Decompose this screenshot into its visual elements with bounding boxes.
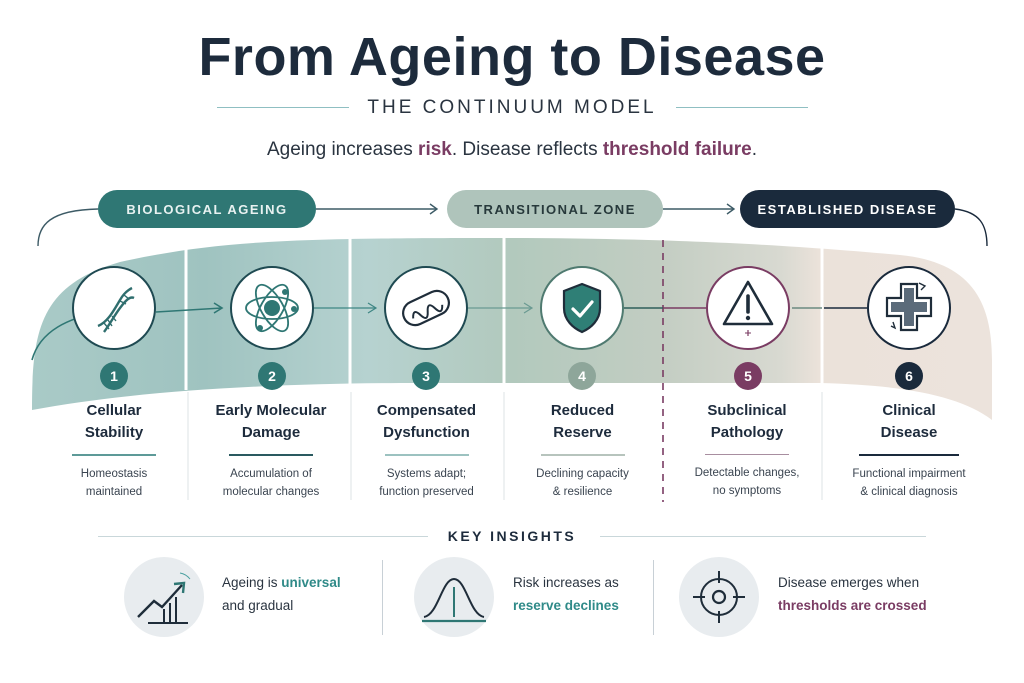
warning-icon xyxy=(722,280,774,336)
stage-desc: & resilience xyxy=(552,486,613,498)
stage-1-text: Cellular Stability Homeostasis maintaine… xyxy=(44,400,184,501)
insight-1-icon-circle xyxy=(124,557,204,637)
stage-6-text: Clinical Disease Functional impairment &… xyxy=(834,400,984,501)
stage-3-icon-circle xyxy=(384,266,468,350)
stage-2-text: Early Molecular Damage Accumulation of m… xyxy=(196,400,346,501)
stage-desc: Detectable changes, xyxy=(694,467,800,479)
tagline-text: . Disease reflects xyxy=(451,139,603,160)
dna-icon xyxy=(97,286,135,333)
stage-divider xyxy=(540,454,625,456)
tagline-text: . xyxy=(751,139,757,160)
stage-desc: no symptoms xyxy=(712,485,782,497)
insight-text: Disease emerges when xyxy=(778,575,920,590)
trend-up-chart-icon xyxy=(137,572,191,624)
stage-4-text: Reduced Reserve Declining capacity & res… xyxy=(510,400,655,501)
stage-name: Clinical xyxy=(882,402,936,419)
stage-6-icon-circle xyxy=(867,266,951,350)
insight-highlight: reserve declines xyxy=(513,598,619,613)
mitochondria-icon xyxy=(402,289,450,327)
stage-desc: function preserved xyxy=(379,486,474,498)
stage-2-icon-circle xyxy=(230,266,314,350)
stage-desc: Homeostasis xyxy=(80,468,148,480)
insight-text: Risk increases as xyxy=(513,575,619,590)
stage-divider xyxy=(705,454,789,455)
key-insights-title: KEY INSIGHTS xyxy=(447,528,577,544)
subtitle-rule-right xyxy=(676,107,808,108)
stage-4-number: 4 xyxy=(568,362,596,390)
insight-2-icon-circle xyxy=(414,557,494,637)
stage-5-text: Subclinical Pathology Detectable changes… xyxy=(672,400,822,500)
shield-check-icon xyxy=(562,282,602,334)
stage-divider xyxy=(859,454,959,456)
stage-name: Reserve xyxy=(553,424,612,441)
medical-cross-icon xyxy=(885,282,933,332)
stage-name: Compensated xyxy=(376,402,477,419)
insight-1-text: Ageing is universal and gradual xyxy=(222,571,341,617)
stage-5-icon-circle xyxy=(706,266,790,350)
page-title: From Ageing to Disease xyxy=(198,27,826,87)
atom-icon xyxy=(245,283,299,333)
stage-name: Pathology xyxy=(710,424,784,441)
insight-highlight: universal xyxy=(281,575,341,590)
insight-text: Ageing is xyxy=(222,575,282,590)
insight-3-icon-circle xyxy=(679,557,759,637)
stage-divider xyxy=(384,454,469,456)
subtitle-rule-left xyxy=(217,107,349,108)
stage-3-number: 3 xyxy=(412,362,440,390)
phase-transitional-zone: TRANSITIONAL ZONE xyxy=(447,190,663,228)
tagline-threshold: threshold failure xyxy=(602,139,752,160)
crosshair-target-icon xyxy=(693,571,745,623)
phase-established-disease: ESTABLISHED DISEASE xyxy=(740,190,955,228)
stage-name: Disease xyxy=(880,424,938,441)
tagline-text: Ageing increases xyxy=(267,139,419,160)
tagline: Ageing increases risk. Disease reflects … xyxy=(0,139,1024,161)
stage-name: Damage xyxy=(241,424,301,441)
stage-5-number: 5 xyxy=(734,362,762,390)
key-insights-rule-right xyxy=(600,536,926,537)
stage-desc: molecular changes xyxy=(222,486,320,498)
stage-name: Reduced xyxy=(550,402,615,419)
band-fill xyxy=(32,238,992,420)
stage-desc: Accumulation of xyxy=(230,468,312,480)
stage-1-icon-circle xyxy=(72,266,156,350)
insight-highlight: thresholds are crossed xyxy=(778,598,927,613)
stage-name: Subclinical xyxy=(707,402,787,419)
insight-3-text: Disease emerges when thresholds are cros… xyxy=(778,571,927,617)
insight-separator xyxy=(653,560,654,635)
stage-name: Cellular xyxy=(86,402,142,419)
stage-divider xyxy=(229,454,313,456)
insight-text: and gradual xyxy=(222,598,294,613)
stage-4-icon-circle xyxy=(540,266,624,350)
stage-name: Early Molecular xyxy=(215,402,327,419)
insight-separator xyxy=(382,560,383,635)
phase-biological-ageing: BIOLOGICAL AGEING xyxy=(98,190,316,228)
stage-desc: maintained xyxy=(85,486,143,498)
key-insights-rule-left xyxy=(98,536,428,537)
stage-desc: Functional impairment xyxy=(852,468,966,480)
tagline-risk: risk xyxy=(418,139,452,160)
stage-desc: Systems adapt; xyxy=(386,468,467,480)
stage-3-text: Compensated Dysfunction Systems adapt; f… xyxy=(354,400,499,501)
stage-2-number: 2 xyxy=(258,362,286,390)
page-subtitle: THE CONTINUUM MODEL xyxy=(367,97,657,118)
stage-1-number: 1 xyxy=(100,362,128,390)
stage-6-number: 6 xyxy=(895,362,923,390)
stage-desc: & clinical diagnosis xyxy=(860,486,958,498)
stage-divider xyxy=(72,454,156,456)
bell-curve-icon xyxy=(422,577,486,623)
stage-desc: Declining capacity xyxy=(536,468,629,480)
stage-name: Dysfunction xyxy=(383,424,470,441)
stage-name: Stability xyxy=(84,424,144,441)
insight-2-text: Risk increases as reserve declines xyxy=(513,571,619,617)
